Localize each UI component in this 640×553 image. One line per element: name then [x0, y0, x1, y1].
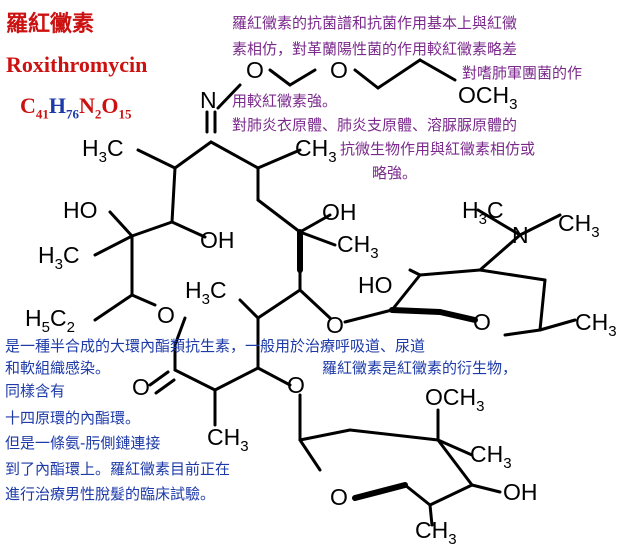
atom-och3-clad: OCH3	[425, 384, 484, 415]
atom-och3-top: OCH3	[458, 82, 517, 113]
note-right-top-6: 抗微生物作用與紅黴素相仿或	[340, 140, 536, 158]
wedge-bonds	[297, 229, 478, 501]
atom-ho-sugar: HO	[358, 272, 393, 298]
note-left-6: 到了內酯環上。羅紅黴素目前正在	[5, 460, 231, 478]
note-right-top-5: 對肺炎衣原體、肺炎支原體、溶脲脲原體的	[232, 116, 518, 134]
atom-o-sugar: O	[473, 309, 491, 335]
note-right-top-7: 略強。	[372, 164, 418, 182]
note-right-mid: 羅紅黴素是紅黴素的衍生物，	[322, 359, 518, 377]
note-left-1: 是一種半合成的大環內酯類抗生素，一般用於治療呼吸道、尿道	[5, 337, 426, 355]
atom-nme2-n: N	[512, 222, 529, 248]
atom-oh-1: OH	[200, 227, 235, 253]
atom-oh-clad: OH	[503, 479, 538, 505]
atom-h5c2: H5C2	[25, 305, 75, 336]
formula-element-h: H	[48, 93, 67, 118]
formula-count-n: 2	[94, 106, 102, 122]
atom-oh-2: OH	[322, 199, 357, 225]
title-chinese: 羅紅黴素	[6, 12, 95, 37]
note-left-7: 進行治療男性脫髮的臨床試驗。	[5, 485, 216, 503]
atom-ch3-clad2: CH3	[415, 517, 457, 548]
atom-o-ether: O	[330, 57, 348, 83]
note-left-5: 但是一條氨-肟側鏈連接	[5, 434, 161, 452]
note-right-top-1: 羅紅黴素的抗菌譜和抗菌作用基本上與紅黴	[232, 14, 518, 32]
atom-labels: N O O OCH3 H3C CH3 HO OH OH CH3 H3C H3C …	[25, 57, 617, 548]
atom-o-carbonyl: O	[132, 374, 150, 400]
molecular-formula: C41H76N2O15	[20, 93, 132, 122]
formula-element-n: N	[79, 93, 95, 118]
formula-count-h: 76	[66, 106, 80, 122]
atom-o-oxime: O	[246, 57, 264, 83]
title-english: Roxithromycin	[6, 52, 148, 77]
atom-ch3-clad: CH3	[470, 441, 512, 472]
atom-o-link2: O	[287, 372, 305, 398]
note-left-3: 同樣含有	[5, 382, 66, 400]
note-right-top-3: 對嗜肺軍團菌的作	[462, 64, 583, 82]
formula-element-o: O	[101, 93, 119, 118]
bonds	[93, 58, 577, 527]
atom-ho-1: HO	[63, 197, 98, 223]
atom-nme2-h3c: H3C	[462, 197, 504, 228]
note-left-2: 和軟組織感染。	[5, 359, 111, 377]
formula-count-c: 41	[35, 106, 49, 122]
note-right-top-4: 用較紅黴素強。	[232, 92, 338, 110]
atom-h3c-2: H3C	[38, 242, 80, 273]
atom-h3c-3: H3C	[185, 277, 227, 308]
atom-o-clad: O	[330, 484, 348, 510]
formula-count-o: 15	[118, 106, 132, 122]
atom-nme2-ch3: CH3	[558, 210, 600, 241]
note-left-4: 十四原環的內酯環。	[5, 409, 141, 427]
atom-ch3-2: CH3	[337, 231, 379, 262]
atom-h3c-1: H3C	[82, 135, 124, 166]
atom-n-oxime: N	[200, 87, 217, 113]
atom-ch3-bottom: CH3	[207, 424, 249, 455]
formula-element-c: C	[20, 93, 36, 118]
note-right-top-2: 素相仿，對革蘭陽性菌的作用較紅黴素略差	[232, 40, 518, 58]
atom-ch3-1: CH3	[295, 135, 337, 166]
atom-ch3-sugar: CH3	[575, 309, 617, 340]
atom-o-ring: O	[157, 302, 175, 328]
atom-o-link1: O	[326, 312, 344, 338]
